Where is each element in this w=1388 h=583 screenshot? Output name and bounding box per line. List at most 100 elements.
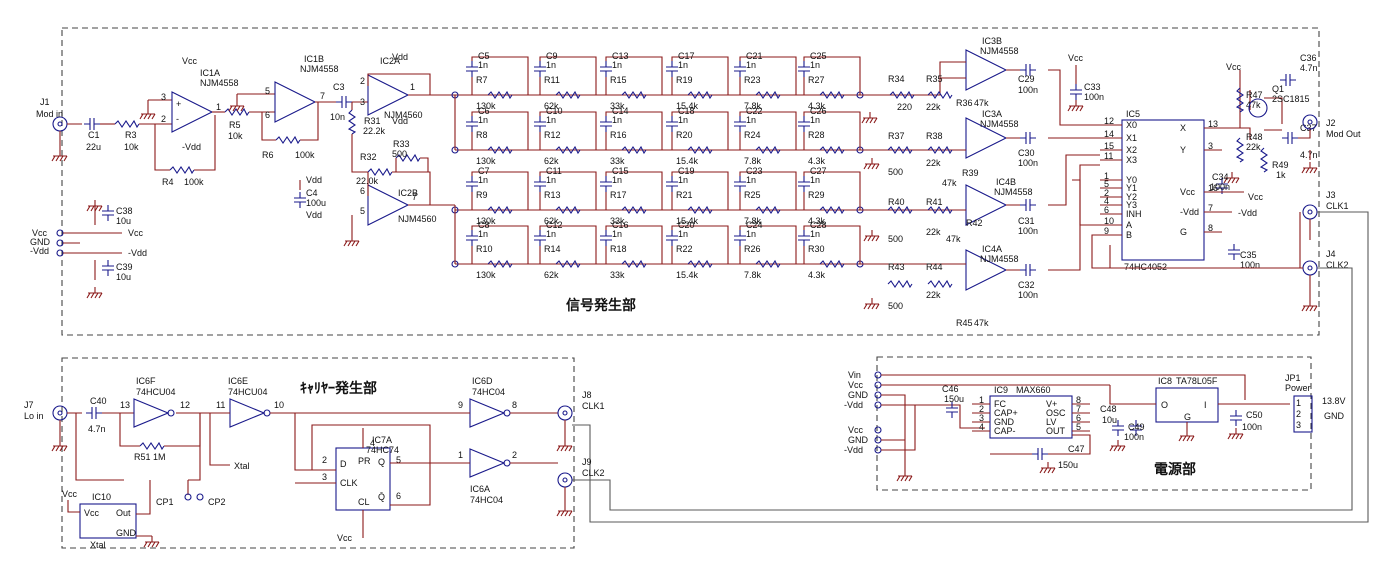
r5-resistor [224,108,250,116]
r37-value: 500 [888,167,903,177]
c37-capacitor [1281,131,1299,145]
ic10-label: IC10 [92,492,111,502]
ladder-res-value: 62k [544,270,559,280]
ladder-cap-value: 1n [678,175,688,185]
c3-value: 10n [330,112,345,122]
ladder-cap-label: C12 [546,220,563,230]
ladder-cap-value: 1n [478,229,488,239]
ladder-cap-label: C10 [546,106,563,116]
pin-3: 3 [360,97,365,107]
ic8-o-pin: O [1161,400,1168,410]
r44-value: 22k [926,290,941,300]
ladder-cap-value: 1n [612,115,622,125]
j8-connector[interactable] [557,405,573,421]
ic5-pin-name: X [1180,123,1186,133]
ground-icon [1227,427,1244,440]
c46-value: 150u [944,394,964,404]
vcc-label: Vcc [1248,192,1264,202]
power-section-title: 電源部 [1154,461,1196,477]
r48-value: 22k [1246,142,1261,152]
terminal-icon [874,436,882,444]
ic4b-type: NJM4558 [994,187,1033,197]
c31-label: C31 [1018,216,1035,226]
vcc-label: Vcc [848,380,864,390]
pin-13: 13 [120,400,130,410]
r39-value: 47k [942,178,957,188]
ic5-pin-number: 12 [1104,116,1114,126]
ic3b-opamp [860,49,1020,96]
ladder-res-label: R17 [610,190,627,200]
ic5-chip [1121,119,1205,261]
ladder-cap-value: 1n [678,60,688,70]
ladder-cap-value: 1n [478,175,488,185]
ladder-cap-value: 1n [478,115,488,125]
j7-connector[interactable] [52,405,68,421]
ic2a-opamp [367,74,409,116]
c40-capacitor [85,406,103,420]
ic9-pin-name: OUT [1046,426,1066,436]
ic9-pin-name: CAP- [994,426,1016,436]
ground-icon [1109,439,1126,452]
c31-value: 100n [1018,226,1038,236]
ladder-res-value: 15.4k [676,216,699,226]
c38-capacitor [101,204,115,222]
r5-label: R5 [229,120,241,130]
vcc-label: Vcc [1068,53,1084,63]
ic5-pin-number: 11 [1104,151,1113,161]
ic6f-type: 74HCU04 [136,387,176,397]
ic5-pin-name: X3 [1126,155,1137,165]
r32-resistor [367,168,393,176]
pin-3: 3 [322,472,327,482]
vcc-label: Vcc [32,228,48,238]
vcc-label: Vcc [848,425,864,435]
ladder-cap-label: C23 [746,166,763,176]
ic5-type: 74HC4052 [1124,262,1167,272]
j1-connector[interactable] [52,116,68,132]
j3-connector[interactable] [1302,204,1318,220]
ic9-pin-number: 6 [1076,413,1081,423]
pin-2: 2 [161,114,166,124]
nvdd-label: -Vdd [30,246,49,256]
ic9-pin-number: 3 [979,413,984,423]
pin-1: 1 [458,450,463,460]
ic6f-label: IC6F [136,376,156,386]
ic5-pin-number: 7 [1208,203,1213,213]
vcc-label: Vcc [128,228,144,238]
ic8-label: IC8 [1158,376,1172,386]
terminal-icon [874,381,882,389]
ic5-pin-number: 13 [1208,119,1218,129]
ladder-res-value: 33k [610,270,625,280]
r43-value: 500 [888,301,903,311]
ladder-res-label: R26 [744,244,761,254]
ic2a-type: NJM4560 [384,110,423,120]
ladder-res-value: 33k [610,156,625,166]
c32-label: C32 [1018,280,1035,290]
ladder-cap-value: 1n [746,60,756,70]
j4-connector[interactable] [1302,260,1318,276]
ladder-cap-label: C19 [678,166,695,176]
c50-capacitor [1229,409,1243,427]
c29-label: C29 [1018,74,1035,84]
j4-label: J4 [1326,249,1336,259]
c40-label: C40 [90,396,107,406]
r44-resistor [927,280,953,288]
carrier-section-title: ｷｬﾘﾔｰ発生部 [300,380,377,396]
j9-label: J9 [582,457,592,467]
ic1b-opamp [274,81,316,123]
gnd-label: GND [116,528,137,538]
ic5-pin-number: 5 [1104,179,1109,189]
c49-label: C49 [1128,422,1145,432]
ic5-pin-number: 9 [1104,226,1109,236]
r31-resistor [348,109,356,135]
ladder-cap-label: C27 [810,166,827,176]
ground-icon [1301,299,1318,312]
ladder-res-label: R15 [610,75,627,85]
nvdd-label: -Vdd [128,248,147,258]
j9-connector[interactable] [557,472,573,488]
r45-value: 47k [974,318,989,328]
pin-7: 7 [412,192,417,202]
nvdd-label: -Vdd [844,400,863,410]
ladder-res-label: R18 [610,244,627,254]
ic6e-inverter [229,398,271,428]
